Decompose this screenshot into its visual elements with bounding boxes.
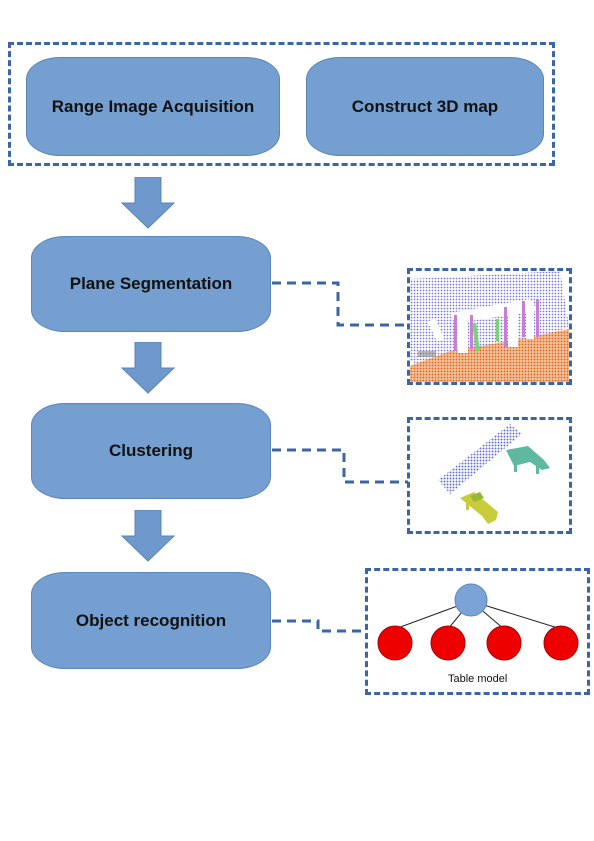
leaf-node — [543, 625, 579, 661]
connector-recognition — [272, 619, 366, 633]
range-image-acquisition-box: Range Image Acquisition — [26, 57, 280, 156]
acquisition-group-frame — [8, 42, 555, 166]
object-recognition-box: Object recognition — [31, 572, 271, 669]
construct-3d-map-box: Construct 3D map — [306, 57, 544, 156]
leaf-node — [430, 625, 466, 661]
object-recognition-label: Object recognition — [75, 610, 227, 630]
leaf-node — [377, 625, 413, 661]
point-cloud-segmentation-image — [410, 271, 569, 382]
clustering-box: Clustering — [31, 403, 271, 499]
segmentation-panel-frame — [407, 268, 572, 385]
table-model-caption: Table model — [448, 673, 508, 685]
point-cloud-clusters-image — [410, 420, 569, 531]
tree-graph — [377, 583, 579, 661]
table-model-panel-frame — [365, 568, 590, 695]
down-arrow-icon — [120, 510, 176, 562]
down-arrow-icon — [120, 342, 176, 394]
plane-segmentation-box: Plane Segmentation — [31, 236, 271, 332]
connector-segmentation — [272, 281, 408, 327]
connector-clustering — [272, 448, 408, 484]
leaf-node — [486, 625, 522, 661]
plane-segmentation-label: Plane Segmentation — [69, 274, 233, 293]
clustering-label: Clustering — [108, 441, 194, 460]
root-node — [454, 583, 488, 617]
range-image-acquisition-label: Range Image Acquisition — [51, 96, 255, 116]
construct-3d-map-label: Construct 3D map — [351, 96, 499, 116]
down-arrow-icon — [120, 177, 176, 229]
clustering-panel-frame — [407, 417, 572, 534]
